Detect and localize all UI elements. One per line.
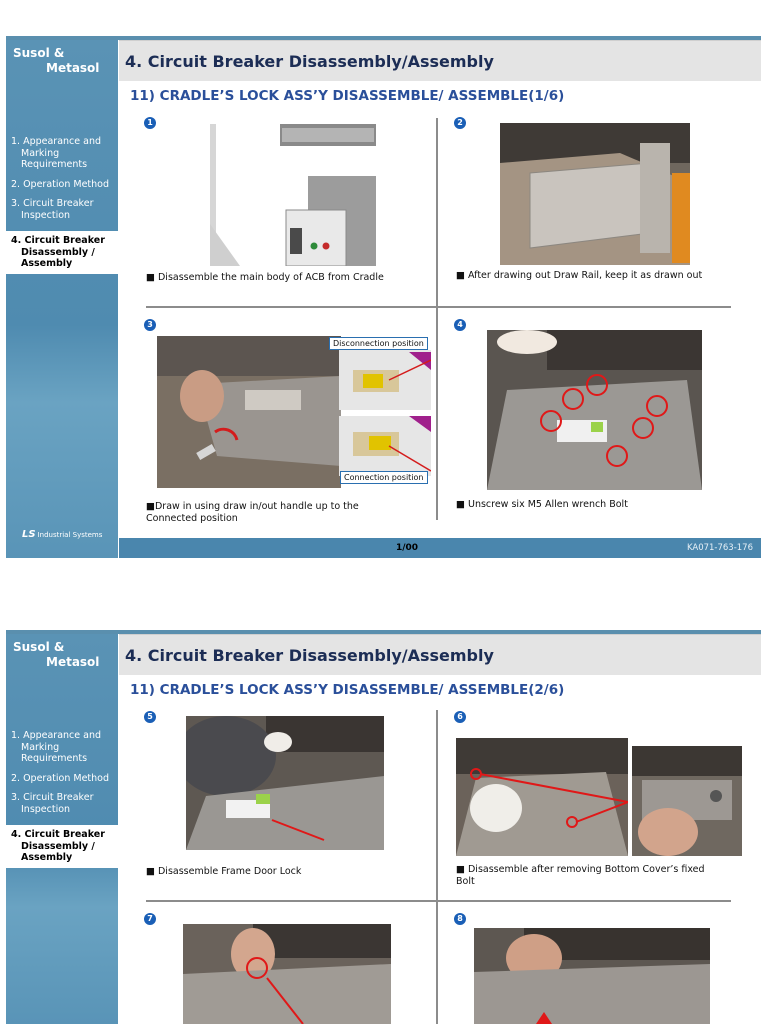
- step-number-badge: 1: [144, 117, 156, 129]
- draw-handle-photo: [157, 336, 341, 488]
- step-1-photo: [210, 124, 378, 266]
- nav-label: Requirements: [21, 159, 88, 170]
- nav-label: Assembly: [21, 258, 73, 269]
- nav-label: Marking: [21, 741, 60, 753]
- allen-bolts-photo: [487, 330, 702, 490]
- slide-top-bar: [6, 36, 761, 40]
- disconnection-detail-photo: [339, 350, 431, 410]
- disconnection-detail: [339, 350, 431, 410]
- step-number-badge: 3: [144, 319, 156, 331]
- nav-label: 3. Circuit Breaker: [11, 792, 94, 803]
- step-5-caption: ■ Disassemble Frame Door Lock: [146, 866, 302, 877]
- grid-horizontal-divider: [146, 306, 731, 308]
- brand-line-2: Metasol: [46, 655, 100, 669]
- nav-item-operation[interactable]: 2. Operation Method: [6, 769, 118, 789]
- draw-rail-photo: [500, 123, 690, 265]
- caption-line: Bolt: [456, 876, 475, 887]
- nav-label: Inspection: [21, 803, 71, 815]
- sidebar: Susol & Metasol 1. Appearance and Markin…: [6, 634, 118, 1024]
- step-number-badge: 4: [454, 319, 466, 331]
- nav-label: Inspection: [21, 209, 71, 221]
- frame-door-lock-photo: [186, 716, 384, 850]
- step-number-badge: 6: [454, 711, 466, 723]
- nav-label: 4. Circuit Breaker: [11, 235, 105, 246]
- page-number: 1/00: [396, 543, 419, 553]
- nav-label: Requirements: [21, 753, 88, 764]
- page-title: 4. Circuit Breaker Disassembly/Assembly: [125, 52, 494, 71]
- nav-label: 2. Operation Method: [11, 178, 110, 190]
- brand: Susol & Metasol: [13, 640, 99, 670]
- nav-item-inspection[interactable]: 3. Circuit Breaker Inspection: [6, 194, 118, 225]
- nav-label: 1. Appearance and: [11, 136, 102, 147]
- step-6-caption: ■ Disassemble after removing Bottom Cove…: [456, 864, 705, 888]
- brand-line-1: Susol &: [13, 46, 65, 60]
- connection-detail: [339, 416, 431, 476]
- logo-text: Industrial Systems: [37, 531, 103, 539]
- step-1-caption: ■ Disassemble the main body of ACB from …: [146, 272, 384, 283]
- step-4-caption: ■ Unscrew six M5 Allen wrench Bolt: [456, 499, 628, 510]
- brand: Susol & Metasol: [13, 46, 99, 76]
- caption-line: ■ Disassemble after removing Bottom Cove…: [456, 864, 705, 875]
- connection-detail-photo: [339, 416, 431, 476]
- section-nav: 1. Appearance and Marking Requirements 2…: [6, 726, 118, 868]
- step-7-photo: [183, 924, 391, 1024]
- page-title: 4. Circuit Breaker Disassembly/Assembly: [125, 646, 494, 665]
- brand-line-1: Susol &: [13, 640, 65, 654]
- step-5-photo: [186, 716, 384, 850]
- step-4-photo: [487, 330, 702, 490]
- title-band: 4. Circuit Breaker Disassembly/Assembly: [119, 634, 761, 675]
- step-6-photo-right: [632, 746, 742, 856]
- step-number-badge: 8: [454, 913, 466, 925]
- nav-item-appearance[interactable]: 1. Appearance and Marking Requirements: [6, 132, 118, 175]
- caption-line: ■Draw in using draw in/out handle up to …: [146, 501, 359, 512]
- bottom-cover-bolt-photo: [632, 746, 742, 856]
- section-nav: 1. Appearance and Marking Requirements 2…: [6, 132, 118, 274]
- acb-cradle-illustration: [210, 124, 378, 266]
- sidebar: Susol & Metasol 1. Appearance and Markin…: [6, 40, 118, 558]
- step-3-caption: ■Draw in using draw in/out handle up to …: [146, 501, 359, 525]
- title-band: 4. Circuit Breaker Disassembly/Assembly: [119, 40, 761, 81]
- logo-mark: LS: [22, 529, 36, 540]
- step-2-caption: ■ After drawing out Draw Rail, keep it a…: [456, 270, 703, 281]
- nav-label: 4. Circuit Breaker: [11, 829, 105, 840]
- nav-label: Disassembly /: [21, 840, 95, 852]
- grid-vertical-divider: [436, 118, 438, 520]
- step-number-badge: 5: [144, 711, 156, 723]
- step-6-photo-left: [456, 738, 628, 856]
- section-subtitle: 11) CRADLE’S LOCK ASS’Y DISASSEMBLE/ ASS…: [130, 682, 565, 698]
- slide-1: Susol & Metasol 1. Appearance and Markin…: [6, 36, 761, 558]
- document-code: KA071-763-176: [686, 543, 753, 553]
- section-subtitle: 11) CRADLE’S LOCK ASS’Y DISASSEMBLE/ ASS…: [130, 88, 565, 104]
- nav-item-inspection[interactable]: 3. Circuit Breaker Inspection: [6, 788, 118, 819]
- grid-horizontal-divider: [146, 900, 731, 902]
- nav-item-appearance[interactable]: 1. Appearance and Marking Requirements: [6, 726, 118, 769]
- bottom-cover-photo: [456, 738, 628, 856]
- brand-line-2: Metasol: [46, 61, 100, 75]
- grid-vertical-divider: [436, 710, 438, 1024]
- slide-2: Susol & Metasol 1. Appearance and Markin…: [6, 630, 761, 1024]
- caption-line: Connected position: [146, 513, 238, 524]
- step-3-photo: [157, 336, 341, 488]
- nav-label: 2. Operation Method: [11, 772, 110, 784]
- step-number-badge: 2: [454, 117, 466, 129]
- nav-label: Marking: [21, 147, 60, 159]
- step-number-badge: 7: [144, 913, 156, 925]
- footer-bar: [119, 538, 761, 558]
- nav-item-disassembly[interactable]: 4. Circuit Breaker Disassembly / Assembl…: [6, 825, 118, 868]
- nav-label: 1. Appearance and: [11, 730, 102, 741]
- step-7-lock-photo: [183, 924, 391, 1024]
- step-8-photo: [474, 928, 710, 1024]
- step-8-lock-photo: [474, 928, 710, 1024]
- nav-label: Assembly: [21, 852, 73, 863]
- connection-position-label: Connection position: [340, 471, 428, 484]
- step-2-photo: [500, 123, 690, 265]
- nav-label: 3. Circuit Breaker: [11, 198, 94, 209]
- nav-item-operation[interactable]: 2. Operation Method: [6, 175, 118, 195]
- slide-top-bar: [6, 630, 761, 634]
- disconnection-position-label: Disconnection position: [329, 337, 428, 350]
- nav-label: Disassembly /: [21, 246, 95, 258]
- nav-item-disassembly[interactable]: 4. Circuit Breaker Disassembly / Assembl…: [6, 231, 118, 274]
